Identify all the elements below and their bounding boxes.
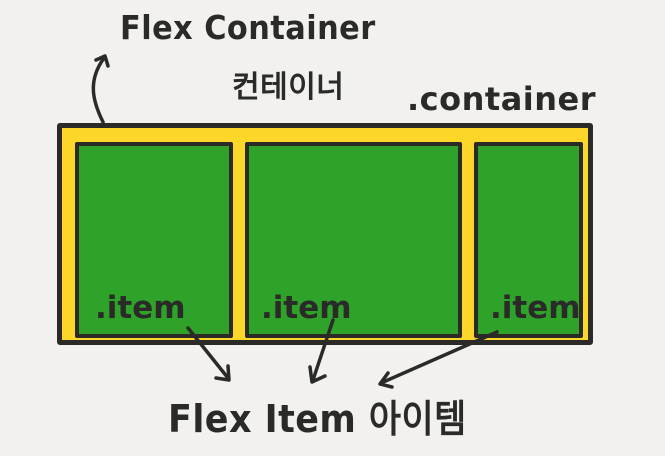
flex-item-3: .item [474, 142, 583, 338]
arrow-down-icon [186, 326, 230, 380]
item-class-label: .item [490, 290, 581, 326]
flex-item-1: .item [75, 142, 233, 338]
flex-item-2: .item [245, 142, 462, 338]
container-class-label: .container [407, 80, 597, 118]
arrow-down-icon [311, 318, 335, 382]
arrow-left-icon [379, 330, 499, 385]
flex-container-box: .item .item .item [57, 123, 593, 345]
item-class-label: .item [95, 290, 186, 326]
curved-arrow-icon [91, 56, 106, 124]
item-class-label: .item [261, 290, 352, 326]
flex-container-title-korean: 컨테이너 [232, 70, 345, 105]
flex-container-title: Flex Container [120, 8, 376, 47]
flex-item-caption: Flex Item 아이템 [168, 397, 467, 441]
